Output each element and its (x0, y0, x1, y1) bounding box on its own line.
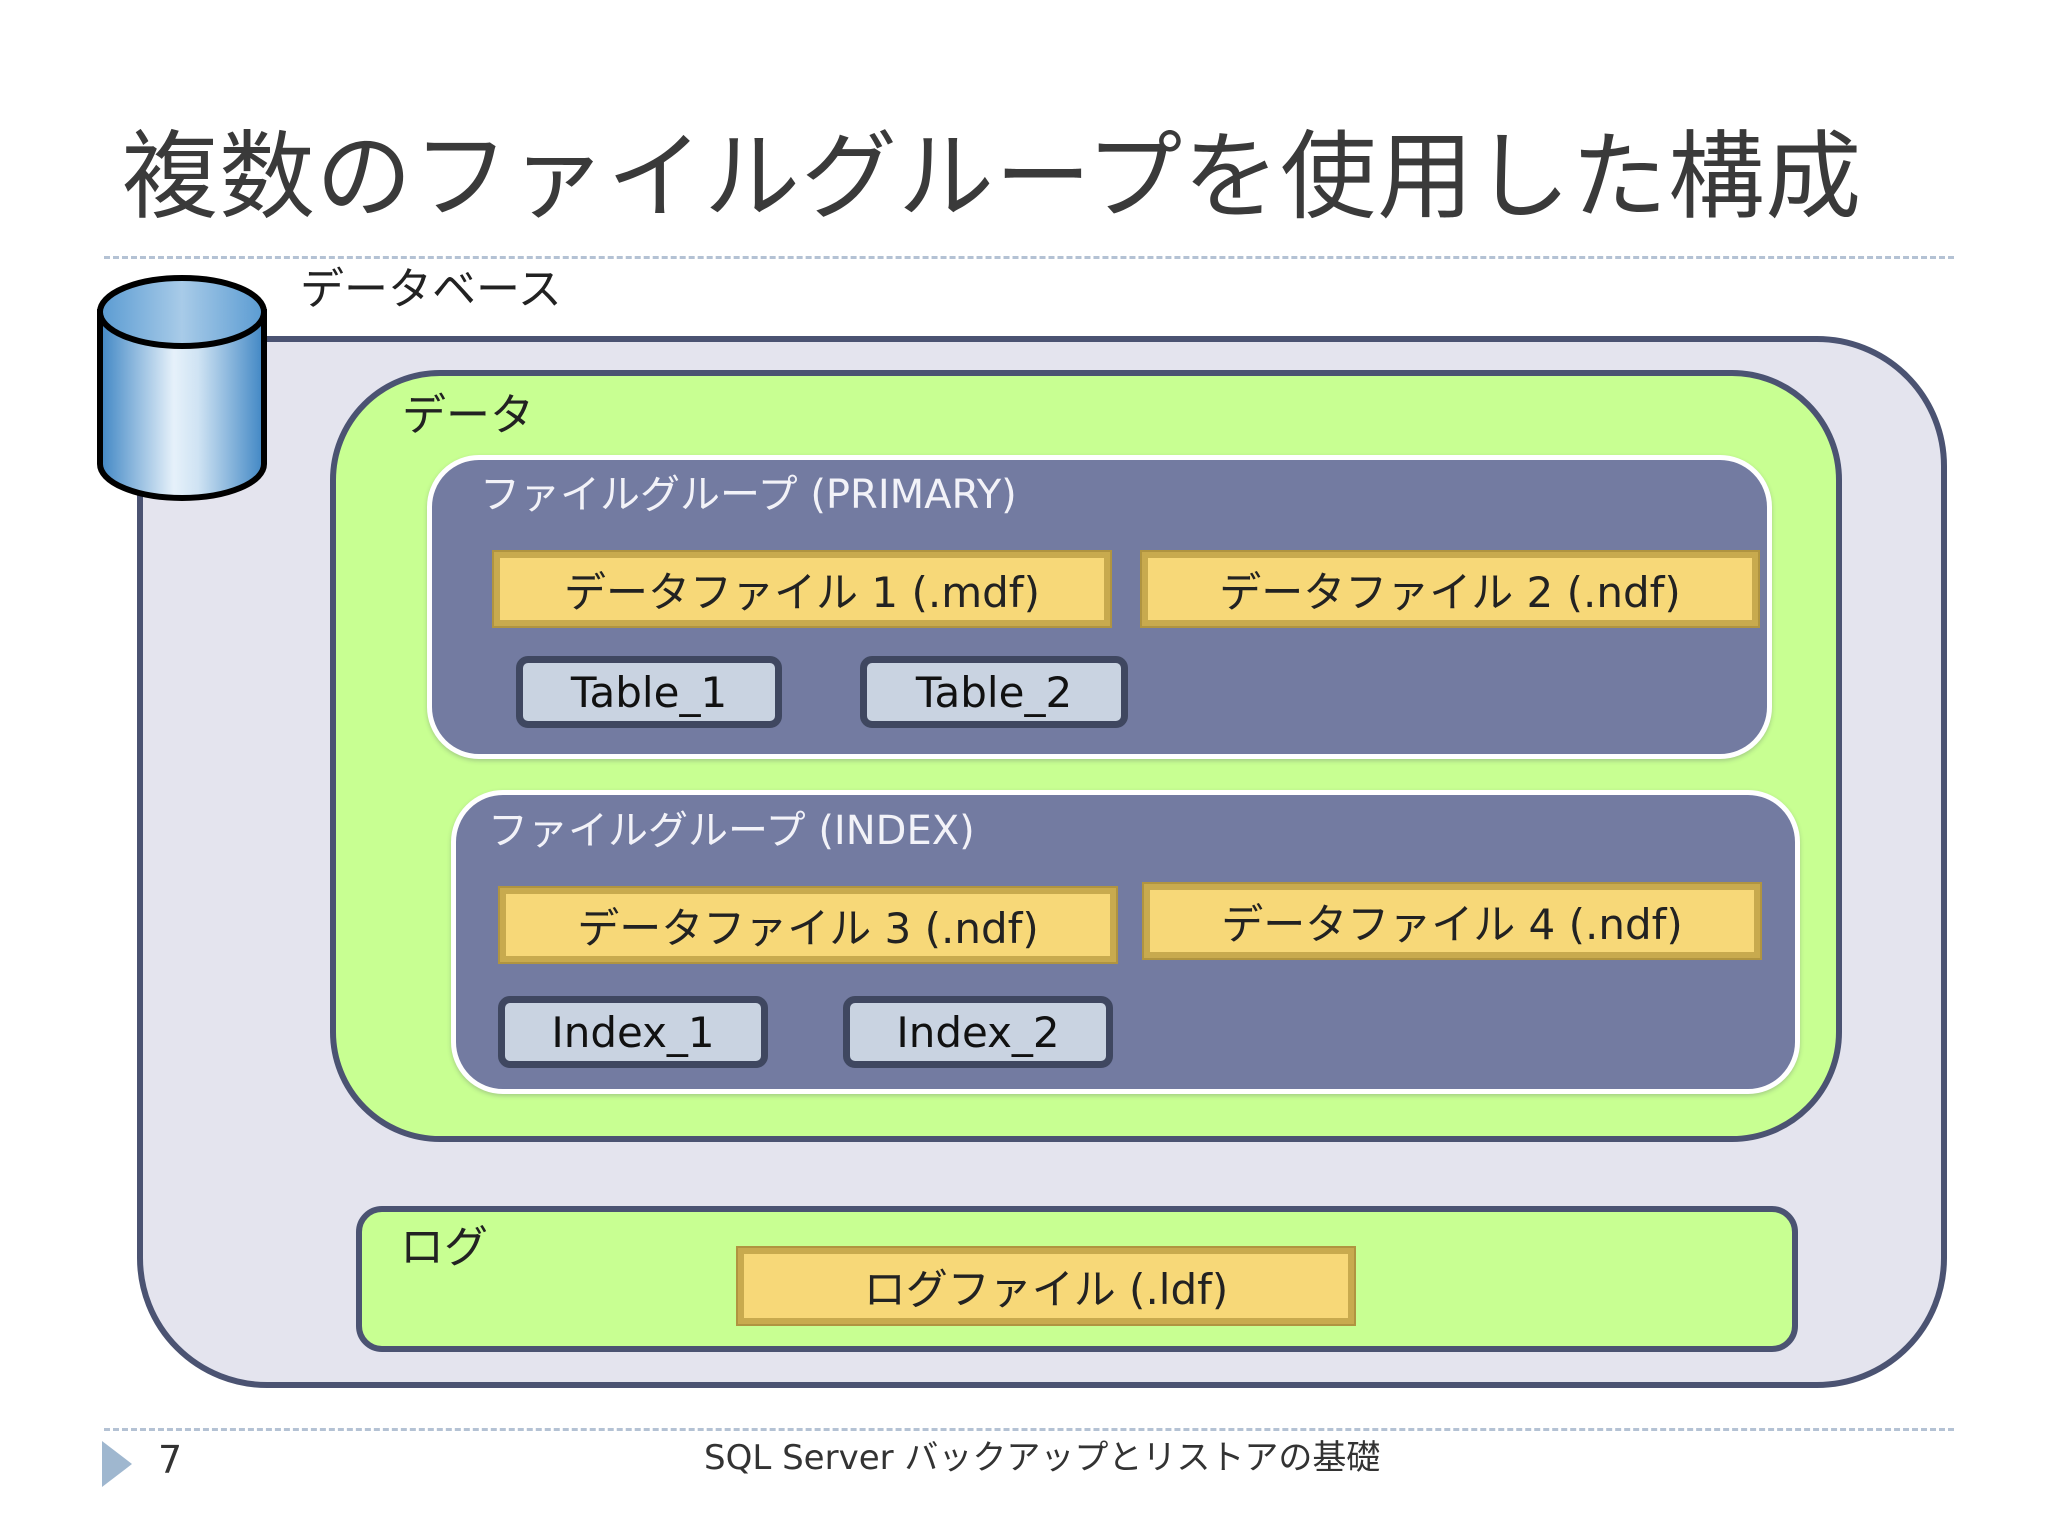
log-label: ログ (400, 1222, 488, 1273)
filegroup-index-label: ファイルグループ (INDEX) (488, 808, 975, 854)
table-1-box: Table_1 (516, 656, 782, 728)
table-2-box: Table_2 (860, 656, 1128, 728)
data-label: データ (402, 390, 534, 441)
filegroup-primary-label: ファイルグループ (PRIMARY) (480, 472, 1017, 518)
footer-title: SQL Server バックアップとリストアの基礎 (704, 1438, 1381, 1478)
data-file-1: データファイル 1 (.mdf) (494, 552, 1110, 626)
log-file: ログファイル (.ldf) (738, 1248, 1354, 1324)
footer-divider (104, 1428, 1954, 1431)
database-cylinder-icon (97, 275, 267, 501)
database-label: データベース (300, 264, 562, 315)
title-divider (104, 256, 1954, 259)
triangle-right-icon (102, 1441, 132, 1487)
data-file-2: データファイル 2 (.ndf) (1142, 552, 1758, 626)
index-2-box: Index_2 (843, 996, 1113, 1068)
index-1-box: Index_1 (498, 996, 768, 1068)
data-file-3: データファイル 3 (.ndf) (500, 888, 1116, 962)
data-file-4: データファイル 4 (.ndf) (1144, 884, 1760, 958)
slide-title: 複数のファイルグループを使用した構成 (122, 121, 1863, 233)
page-number: 7 (158, 1438, 183, 1482)
